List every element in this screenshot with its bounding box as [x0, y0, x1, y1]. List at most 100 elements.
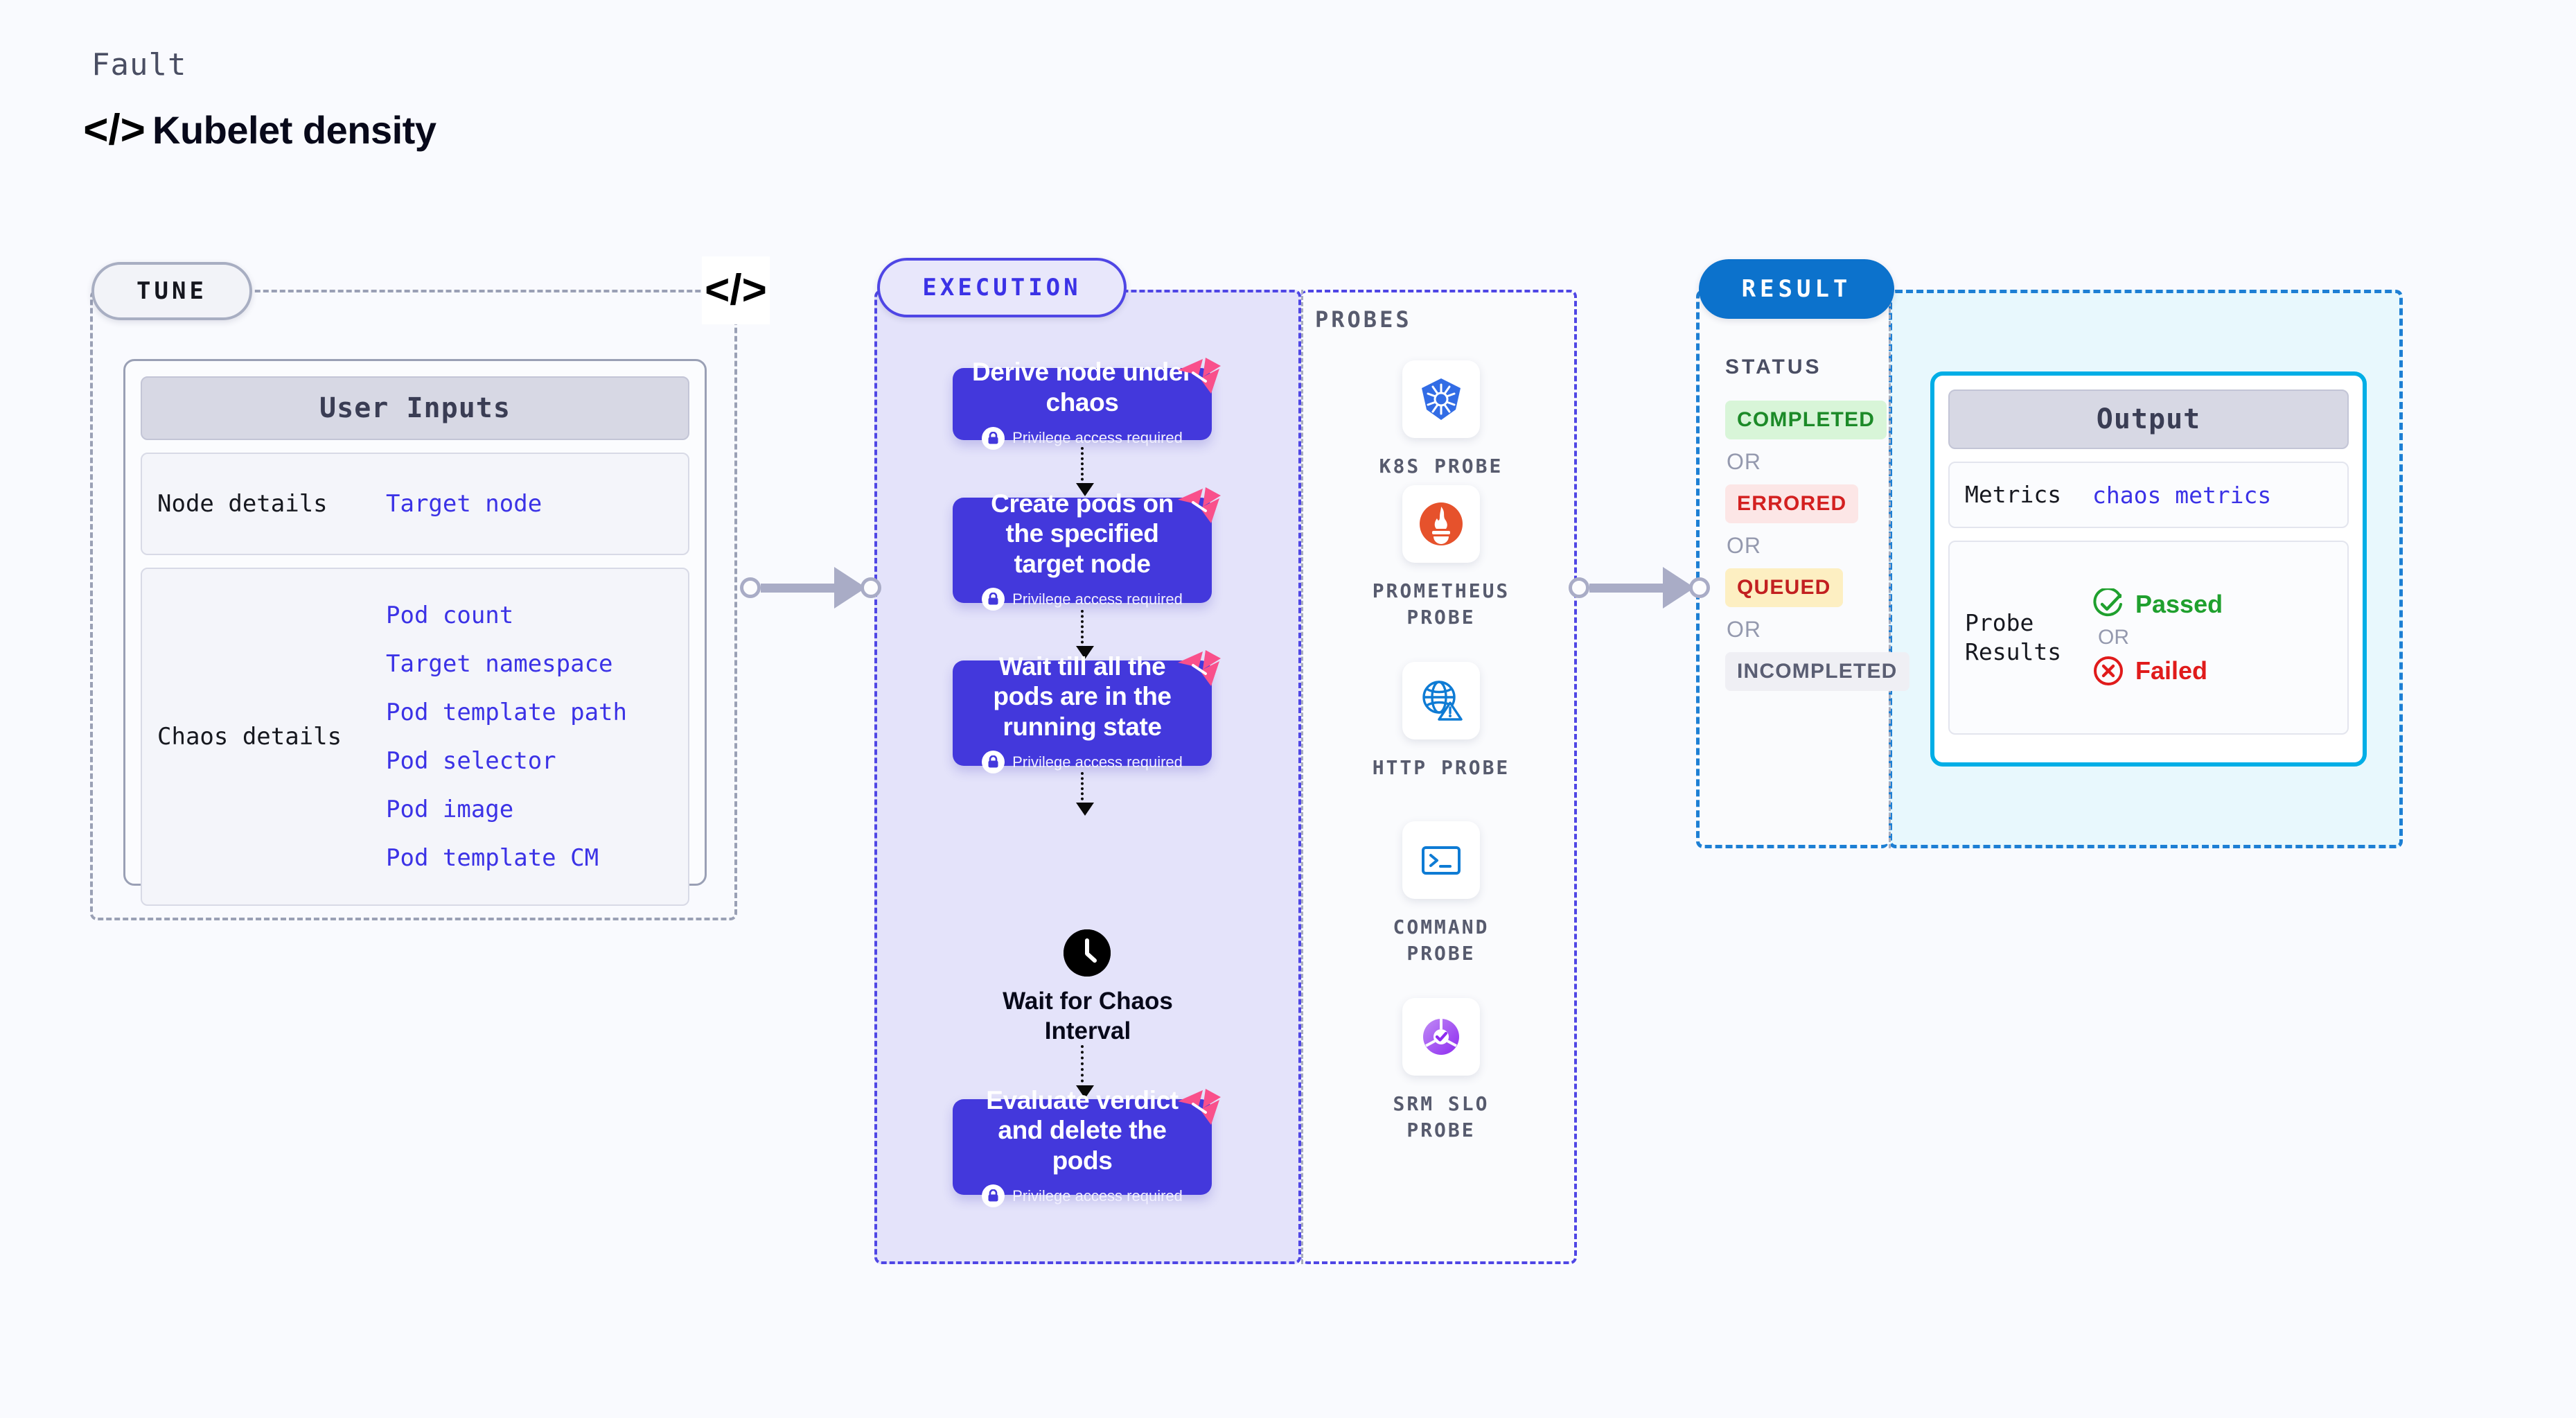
- param-group-node-details: Node details Target node: [141, 453, 689, 555]
- probe-item-k8s[interactable]: K8S PROBE: [1379, 360, 1503, 480]
- connector-line: [1589, 583, 1664, 593]
- step-title: Evaluate verdict and delete the pods: [986, 1085, 1179, 1175]
- verdict-or-label: OR: [2098, 626, 2129, 649]
- param-value-pod-template-cm[interactable]: Pod template CM: [386, 844, 599, 872]
- lock-icon: [982, 1184, 1005, 1208]
- output-value-chaos-metrics[interactable]: chaos metrics: [2092, 481, 2272, 509]
- page-title: Kubelet density: [152, 108, 436, 152]
- step-privilege-row: Privilege access required: [982, 426, 1183, 450]
- check-circle-icon: [2093, 588, 2122, 617]
- tune-section-panel: [90, 290, 737, 920]
- step-privilege-text: Privilege access required: [1012, 590, 1183, 608]
- step-title: Derive node under chaos: [971, 358, 1193, 417]
- step-privilege-text: Privilege access required: [1012, 753, 1183, 771]
- srm-slo-icon: [1402, 998, 1480, 1076]
- param-group-key: Chaos details: [157, 723, 342, 751]
- connector-end-dot: [1689, 577, 1710, 598]
- step-privilege-row: Privilege access required: [982, 1184, 1183, 1208]
- result-section-badge[interactable]: RESULT: [1699, 259, 1894, 319]
- output-key-probe-results: Probe Results: [1965, 609, 2062, 665]
- status-badge-incompleted: INCOMPLETED: [1725, 652, 1909, 691]
- probe-name: PROMETHEUS PROBE: [1372, 579, 1510, 629]
- probe-name: HTTP PROBE: [1372, 756, 1510, 779]
- output-row-probe-results: Probe Results Passed OR Failed: [1948, 541, 2349, 735]
- status-or-label: OR: [1727, 533, 1761, 558]
- probes-section-panel: [1301, 290, 1577, 1264]
- status-label: STATUS: [1725, 356, 1822, 378]
- probe-item-command[interactable]: COMMAND PROBE: [1379, 821, 1503, 967]
- step-privilege-text: Privilege access required: [1012, 1187, 1183, 1205]
- probe-item-prometheus[interactable]: PROMETHEUS PROBE: [1373, 485, 1508, 631]
- step-privilege-text: Privilege access required: [1012, 429, 1183, 447]
- step-connector-arrow: [1076, 1045, 1094, 1098]
- fault-eyebrow-label: Fault: [91, 47, 187, 82]
- execution-step-card[interactable]: Evaluate verdict and delete the pods Pri…: [953, 1086, 1221, 1208]
- harness-ribbon-icon: [1178, 1089, 1221, 1125]
- step-connector-arrow: [1076, 447, 1094, 496]
- param-group-key: Node details: [157, 490, 328, 518]
- execution-step-card[interactable]: Wait till all the pods are in the runnin…: [953, 650, 1221, 774]
- step-connector-arrow: [1076, 610, 1094, 659]
- output-title: Output: [1948, 389, 2349, 449]
- probes-divider: [1301, 290, 1303, 1264]
- harness-ribbon-icon: [1178, 358, 1221, 394]
- status-or-label: OR: [1727, 449, 1761, 474]
- output-key-metrics: Metrics: [1965, 480, 2062, 508]
- page-header: Fault </> Kubelet density: [83, 47, 436, 154]
- status-badge-completed: COMPLETED: [1725, 401, 1887, 439]
- param-value-pod-template-path[interactable]: Pod template path: [386, 699, 627, 726]
- probes-label: PROBES: [1315, 306, 1412, 333]
- code-icon: </>: [83, 105, 145, 154]
- execution-step-card[interactable]: Derive node under chaos Privilege access…: [953, 358, 1221, 450]
- lock-icon: [982, 426, 1005, 450]
- param-value-pod-count[interactable]: Pod count: [386, 602, 514, 629]
- tune-section-badge[interactable]: TUNE: [91, 262, 252, 320]
- verdict-failed-row: Failed: [2092, 655, 2223, 687]
- verdict-list: Passed OR Failed: [2092, 588, 2223, 687]
- result-divider: [1889, 290, 1891, 848]
- harness-ribbon-icon: [1178, 650, 1221, 686]
- connector-end-dot: [861, 577, 881, 598]
- status-option-list: COMPLETED OR ERRORED OR QUEUED OR INCOMP…: [1725, 401, 1909, 691]
- probe-name: COMMAND PROBE: [1393, 916, 1490, 965]
- terminal-icon: [1402, 821, 1480, 899]
- code-icon-connector: </>: [702, 256, 770, 324]
- output-card: Output Metrics chaos metrics Probe Resul…: [1930, 371, 2367, 767]
- param-group-chaos-details: Chaos details Pod count Target namespace…: [141, 568, 689, 906]
- status-badge-queued: QUEUED: [1725, 568, 1843, 607]
- step-title: Create pods on the specified target node: [991, 489, 1174, 578]
- step-privilege-row: Privilege access required: [982, 751, 1183, 774]
- probe-name: K8S PROBE: [1379, 455, 1503, 478]
- probe-item-srm-slo[interactable]: SRM SLO PROBE: [1379, 998, 1503, 1144]
- fault-title-row: </> Kubelet density: [83, 105, 436, 154]
- param-value-target-node[interactable]: Target node: [386, 490, 542, 518]
- param-value-pod-image[interactable]: Pod image: [386, 796, 514, 823]
- http-globe-icon: [1402, 662, 1480, 739]
- param-value-list: Target node: [386, 490, 542, 518]
- connector-execution-to-result: [1569, 567, 1710, 609]
- lock-icon: [982, 588, 1005, 611]
- step-connector-arrow: [1076, 772, 1094, 816]
- output-row-metrics: Metrics chaos metrics: [1948, 462, 2349, 528]
- status-badge-errored: ERRORED: [1725, 484, 1859, 523]
- x-circle-icon: [2094, 656, 2123, 685]
- probe-name: SRM SLO PROBE: [1393, 1092, 1490, 1141]
- user-inputs-card: User Inputs Node details Target node Cha…: [123, 359, 707, 906]
- harness-ribbon-icon: [1178, 487, 1221, 523]
- connector-tune-to-execution: [740, 567, 881, 609]
- step-privilege-row: Privilege access required: [982, 588, 1183, 611]
- probe-item-http[interactable]: HTTP PROBE: [1373, 662, 1508, 781]
- user-inputs-title: User Inputs: [141, 376, 689, 440]
- execution-section-badge[interactable]: EXECUTION: [877, 258, 1127, 317]
- clock-icon: [1064, 929, 1111, 977]
- param-value-list: Pod count Target namespace Pod template …: [386, 602, 627, 872]
- param-value-pod-selector[interactable]: Pod selector: [386, 747, 556, 775]
- verdict-passed-row: Passed: [2092, 588, 2223, 620]
- param-value-target-namespace[interactable]: Target namespace: [386, 650, 613, 678]
- lock-icon: [982, 751, 1005, 774]
- connector-start-dot: [1569, 577, 1589, 598]
- prometheus-icon: [1402, 485, 1480, 563]
- execution-step-card[interactable]: Create pods on the specified target node…: [953, 487, 1221, 611]
- verdict-passed-label: Passed: [2135, 590, 2223, 618]
